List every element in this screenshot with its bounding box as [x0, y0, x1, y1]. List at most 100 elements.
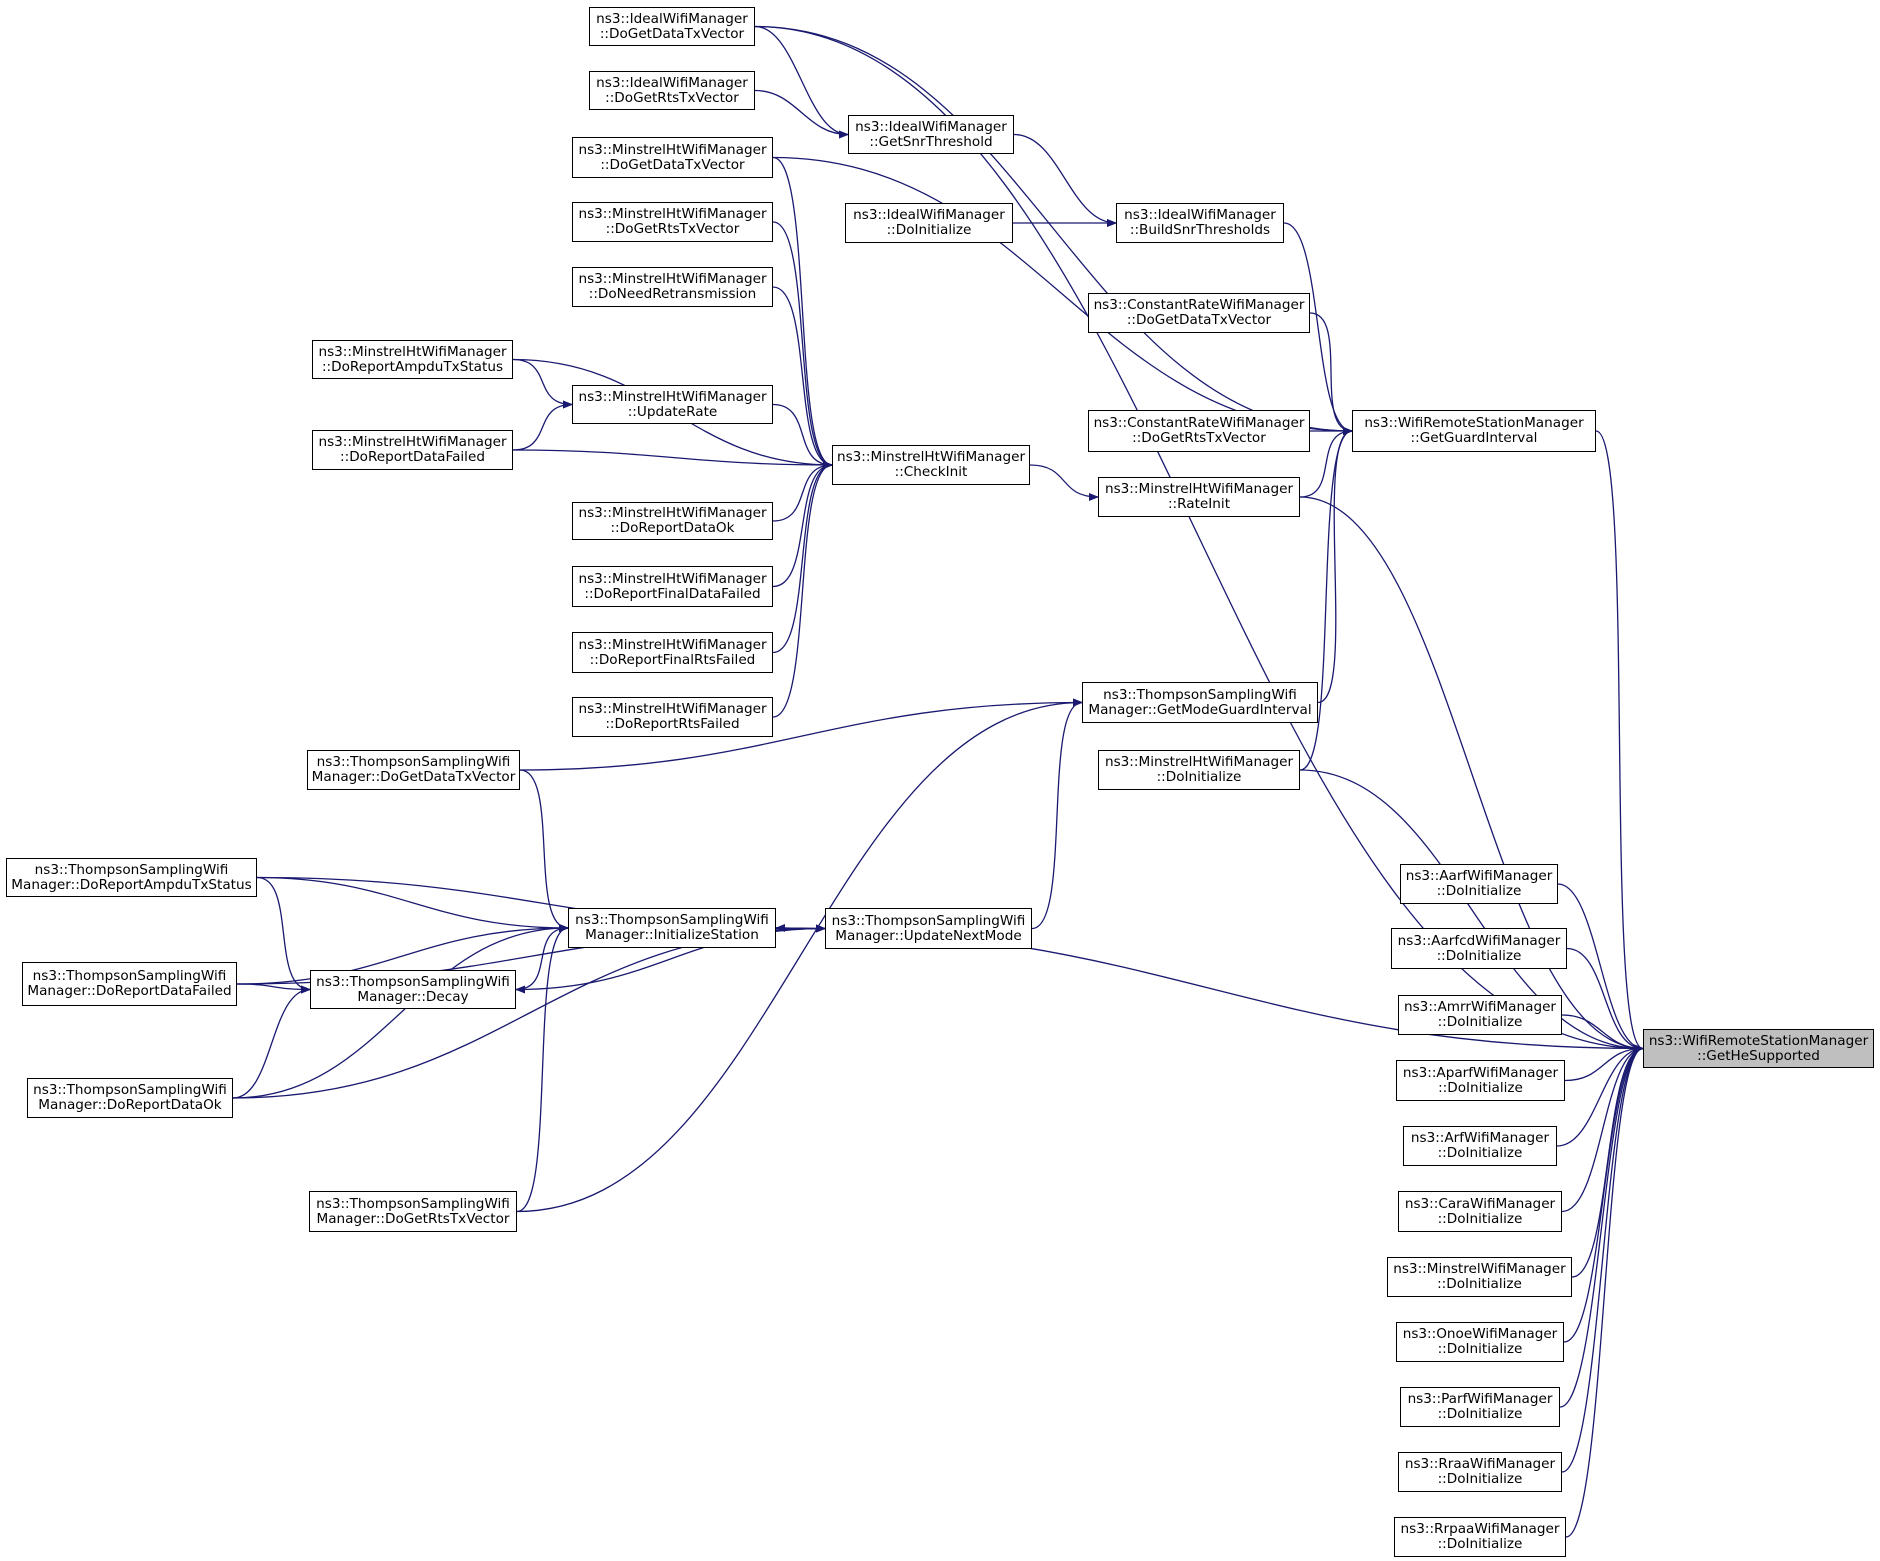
node-constrate-dogetdatatx[interactable]: ns3::ConstantRateWifiManager::DoGetDataT… — [1088, 293, 1310, 333]
edge-mht-doreportfinaldatafailed-to-mht-checkinit — [772, 461, 833, 588]
edge-ts-doreportdataok-to-ts-initializestation — [232, 924, 569, 1099]
node-label-line1: ns3::RraaWifiManager — [1404, 1456, 1556, 1473]
node-label-line2: ::DoGetDataTxVector — [599, 25, 745, 42]
node-constrate-dogetrtstx[interactable]: ns3::ConstantRateWifiManager::DoGetRtsTx… — [1088, 410, 1310, 452]
node-mht-doreportdataok[interactable]: ns3::MinstrelHtWifiManager::DoReportData… — [572, 502, 773, 540]
node-mht-rateinit[interactable]: ns3::MinstrelHtWifiManager::RateInit — [1098, 477, 1300, 517]
node-mht-doinitialize[interactable]: ns3::MinstrelHtWifiManager::DoInitialize — [1098, 750, 1300, 790]
node-label-line1: ns3::MinstrelHtWifiManager — [318, 434, 507, 451]
node-mht-doreportrtsfailed[interactable]: ns3::MinstrelHtWifiManager::DoReportRtsF… — [572, 697, 773, 737]
node-get-guard-interval[interactable]: ns3::WifiRemoteStationManager::GetGuardI… — [1352, 410, 1596, 452]
node-label-line1: ns3::MinstrelHtWifiManager — [318, 343, 507, 360]
edge-ideal-dogetdatatx-to-get-he-supported — [754, 25, 1644, 1053]
node-mht-doreportfinalrtsfailed[interactable]: ns3::MinstrelHtWifiManager::DoReportFina… — [572, 632, 773, 673]
edge-arf-doinitialize-to-get-he-supported — [1556, 1044, 1644, 1147]
node-label-line1: ns3::ThompsonSamplingWifi — [32, 968, 227, 985]
edge-mht-checkinit-to-mht-rateinit — [1029, 464, 1099, 501]
node-label-line1: ns3::AarfcdWifiManager — [1397, 932, 1561, 949]
node-label-line2: ::DoReportAmpduTxStatus — [321, 358, 504, 375]
edge-ts-doreportampdu-to-ts-initializestation — [256, 876, 569, 932]
node-label-line1: ns3::AarfWifiManager — [1405, 868, 1553, 885]
node-label-line1: ns3::MinstrelHtWifiManager — [578, 271, 767, 288]
node-ideal-getsnrthreshold[interactable]: ns3::IdealWifiManager::GetSnrThreshold — [848, 115, 1014, 154]
node-label-line2: ::DoInitialize — [1437, 1014, 1523, 1030]
node-label-line2: ::DoReportRtsFailed — [605, 716, 740, 732]
node-ideal-dogetdatatx[interactable]: ns3::IdealWifiManager::DoGetDataTxVector — [589, 7, 755, 46]
edge-aarf-doinitialize-to-get-he-supported — [1557, 883, 1644, 1053]
node-aarf-doinitialize[interactable]: ns3::AarfWifiManager::DoInitialize — [1400, 864, 1558, 904]
node-minstrel-doinitialize[interactable]: ns3::MinstrelWifiManager::DoInitialize — [1387, 1257, 1572, 1297]
node-amrr-doinitialize[interactable]: ns3::AmrrWifiManager::DoInitialize — [1398, 995, 1562, 1035]
node-label-line2: Manager::DoReportDataFailed — [27, 983, 232, 999]
node-label-line2: Manager::InitializeStation — [585, 927, 759, 943]
node-label-line1: ns3::IdealWifiManager — [855, 118, 1007, 135]
node-label-line1: ns3::MinstrelHtWifiManager — [836, 449, 1026, 466]
node-mht-dogetdatatx[interactable]: ns3::MinstrelHtWifiManager::DoGetDataTxV… — [572, 137, 773, 178]
node-label-line1: ns3::MinstrelWifiManager — [1393, 1261, 1566, 1278]
node-aparf-doinitialize[interactable]: ns3::AparfWifiManager::DoInitialize — [1396, 1060, 1565, 1101]
node-mht-doreportdatafailed[interactable]: ns3::MinstrelHtWifiManager::DoReportData… — [312, 430, 513, 470]
node-mht-dogetrtstx[interactable]: ns3::MinstrelHtWifiManager::DoGetRtsTxVe… — [572, 202, 773, 242]
node-label-line2: Manager::DoGetRtsTxVector — [316, 1210, 510, 1227]
node-label-line1: ns3::AmrrWifiManager — [1403, 999, 1557, 1016]
node-label-line2: Manager::Decay — [357, 988, 469, 1005]
node-arf-doinitialize[interactable]: ns3::ArfWifiManager::DoInitialize — [1403, 1126, 1557, 1166]
edge-ideal-dogetrtstx-to-ideal-getsnrthreshold — [754, 89, 849, 139]
node-ideal-buildsnrthresholds[interactable]: ns3::IdealWifiManager::BuildSnrThreshold… — [1116, 203, 1284, 243]
node-aarfcd-doinitialize[interactable]: ns3::AarfcdWifiManager::DoInitialize — [1391, 928, 1567, 969]
edge-mht-doreportrtsfailed-to-mht-checkinit — [772, 461, 833, 718]
node-parf-doinitialize[interactable]: ns3::ParfWifiManager::DoInitialize — [1400, 1387, 1560, 1427]
node-ideal-doinitialize[interactable]: ns3::IdealWifiManager::DoInitialize — [845, 203, 1013, 243]
node-rrpaa-doinitialize[interactable]: ns3::RrpaaWifiManager::DoInitialize — [1394, 1517, 1566, 1557]
edge-ts-dogetdatatx-to-ts-initializestation — [519, 769, 569, 932]
node-label-line1: ns3::MinstrelHtWifiManager — [1104, 481, 1294, 498]
node-label-line1: ns3::ParfWifiManager — [1407, 1391, 1553, 1408]
node-label-line1: ns3::ConstantRateWifiManager — [1093, 297, 1305, 314]
node-mht-checkinit[interactable]: ns3::MinstrelHtWifiManager::CheckInit — [832, 445, 1030, 485]
node-mht-doreportampdu[interactable]: ns3::MinstrelHtWifiManager::DoReportAmpd… — [312, 340, 513, 379]
edge-mht-doneedretrans-to-mht-checkinit — [772, 286, 833, 469]
node-ideal-dogetrtstx[interactable]: ns3::IdealWifiManager::DoGetRtsTxVector — [589, 71, 755, 110]
edge-cara-doinitialize-to-get-he-supported — [1561, 1044, 1644, 1213]
edge-mht-doreportdataok-to-mht-checkinit — [772, 461, 833, 522]
node-label-line2: ::DoNeedRetransmission — [588, 286, 757, 302]
node-get-he-supported: ns3::WifiRemoteStationManager::GetHeSupp… — [1643, 1029, 1874, 1068]
edge-ideal-buildsnrthresholds-to-get-guard-interval — [1283, 222, 1353, 435]
node-rraa-doinitialize[interactable]: ns3::RraaWifiManager::DoInitialize — [1398, 1452, 1562, 1492]
node-mht-doneedretrans[interactable]: ns3::MinstrelHtWifiManager::DoNeedRetran… — [572, 267, 773, 307]
node-label-line2: ::CheckInit — [894, 464, 968, 480]
edge-ideal-dogetdatatx-to-ideal-getsnrthreshold — [754, 25, 849, 139]
node-label-line1: ns3::IdealWifiManager — [853, 207, 1005, 224]
node-label-line2: ::GetHeSupported — [1697, 1047, 1820, 1064]
edge-ts-dogetdatatx-to-ts-getmodeguardinterval — [519, 698, 1083, 771]
node-label-line2: ::DoGetRtsTxVector — [605, 89, 739, 106]
node-label-line2: ::DoInitialize — [1156, 769, 1242, 785]
node-onoe-doinitialize[interactable]: ns3::OnoeWifiManager::DoInitialize — [1396, 1322, 1564, 1362]
node-label-line2: ::DoInitialize — [1437, 1276, 1522, 1292]
node-label-line2: ::DoInitialize — [1437, 1471, 1523, 1487]
edge-get-guard-interval-to-get-he-supported — [1595, 430, 1644, 1053]
node-label-line1: ns3::MinstrelHtWifiManager — [578, 701, 767, 718]
edge-mht-doreportfinalrtsfailed-to-mht-checkinit — [772, 461, 833, 654]
edge-mht-dogetdatatx-to-mht-checkinit — [772, 156, 833, 469]
edge-mht-doinitialize-to-get-he-supported — [1299, 769, 1644, 1053]
node-mht-updaterate[interactable]: ns3::MinstrelHtWifiManager::UpdateRate — [572, 385, 773, 424]
edge-mht-rateinit-to-get-guard-interval — [1299, 427, 1353, 498]
node-cara-doinitialize[interactable]: ns3::CaraWifiManager::DoInitialize — [1398, 1191, 1562, 1232]
node-label-line2: ::DoGetRtsTxVector — [605, 221, 740, 237]
node-mht-doreportfinaldatafailed[interactable]: ns3::MinstrelHtWifiManager::DoReportFina… — [572, 566, 773, 607]
edge-parf-doinitialize-to-get-he-supported — [1559, 1044, 1644, 1408]
node-label-line1: ns3::MinstrelHtWifiManager — [578, 388, 767, 405]
node-label-line1: ns3::ThompsonSamplingWifi — [316, 754, 511, 771]
edge-onoe-doinitialize-to-get-he-supported — [1563, 1044, 1644, 1343]
edge-mht-doreportdatafailed-to-mht-checkinit — [512, 449, 833, 469]
